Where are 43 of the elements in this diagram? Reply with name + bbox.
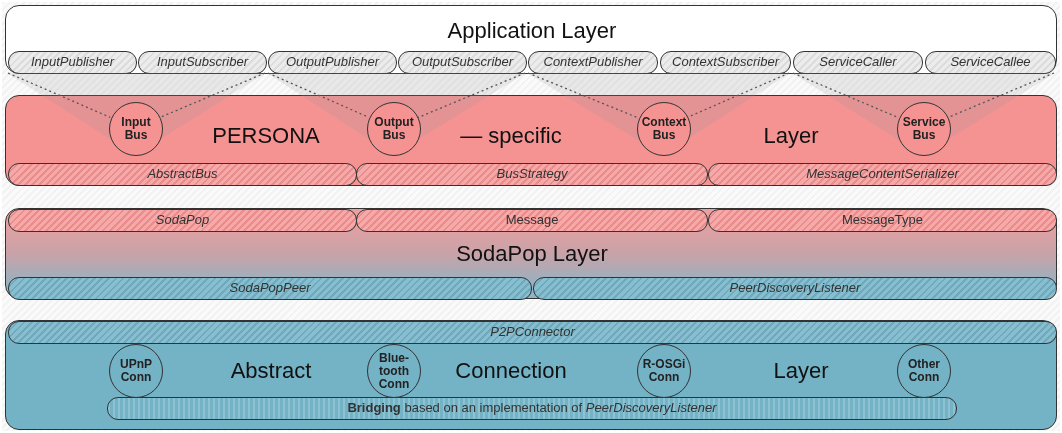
bus-circle: Input Bus (109, 102, 163, 156)
layer-title: Layer (773, 358, 829, 384)
layer-panel (5, 320, 1057, 430)
class-pill: OutputPublisher (268, 51, 397, 74)
connector-line (527, 72, 639, 119)
class-pill: P2PConnector (8, 321, 1057, 344)
class-pill: ServiceCallee (925, 51, 1056, 74)
connector-line (267, 72, 369, 118)
class-pill: Bridging based on an implementation of PeerDiscoveryListener (107, 397, 957, 420)
class-pill: ContextSubscriber (660, 51, 791, 74)
class-pill: AbstractBus (8, 163, 357, 186)
class-pill: InputSubscriber (138, 51, 267, 74)
class-pill: PeerDiscoveryListener (533, 277, 1057, 300)
class-pill: ContextPublisher (528, 51, 658, 74)
layer-title: Application Layer (447, 18, 617, 44)
bus-circle: Output Bus (367, 102, 421, 156)
class-pill: MessageType (708, 209, 1057, 232)
layer-title: Abstract (230, 358, 312, 384)
connector-line (7, 72, 111, 118)
layer-panel (5, 208, 1057, 299)
bus-circle: Context Bus (637, 102, 691, 156)
class-pill: InputPublisher (8, 51, 137, 74)
bus-circle: Blue- tooth Conn (367, 344, 421, 398)
class-pill: Message (356, 209, 708, 232)
layer-title: Connection (455, 358, 567, 384)
class-pill: SodaPopPeer (8, 277, 532, 300)
connector-line (792, 72, 899, 119)
layer-title: Layer (763, 123, 819, 149)
class-pill: BusStrategy (356, 163, 708, 186)
class-pill: ServiceCaller (793, 51, 923, 74)
layer-panel (5, 95, 1057, 186)
class-pill: MessageContentSerializer (708, 163, 1057, 186)
class-pill: OutputSubscriber (398, 51, 527, 74)
connector-line (159, 72, 266, 119)
layer-title: SodaPop Layer (456, 241, 608, 267)
layer-title: PERSONA (212, 123, 320, 149)
class-pill: SodaPop (8, 209, 357, 232)
bus-circle: Other Conn (897, 344, 951, 398)
layer-title: — specific (460, 123, 562, 149)
layer-panel (5, 5, 1057, 74)
bus-circle: Service Bus (897, 102, 951, 156)
bus-circle: R-OSGi Conn (637, 344, 691, 398)
bus-circle: UPnP Conn (109, 344, 163, 398)
